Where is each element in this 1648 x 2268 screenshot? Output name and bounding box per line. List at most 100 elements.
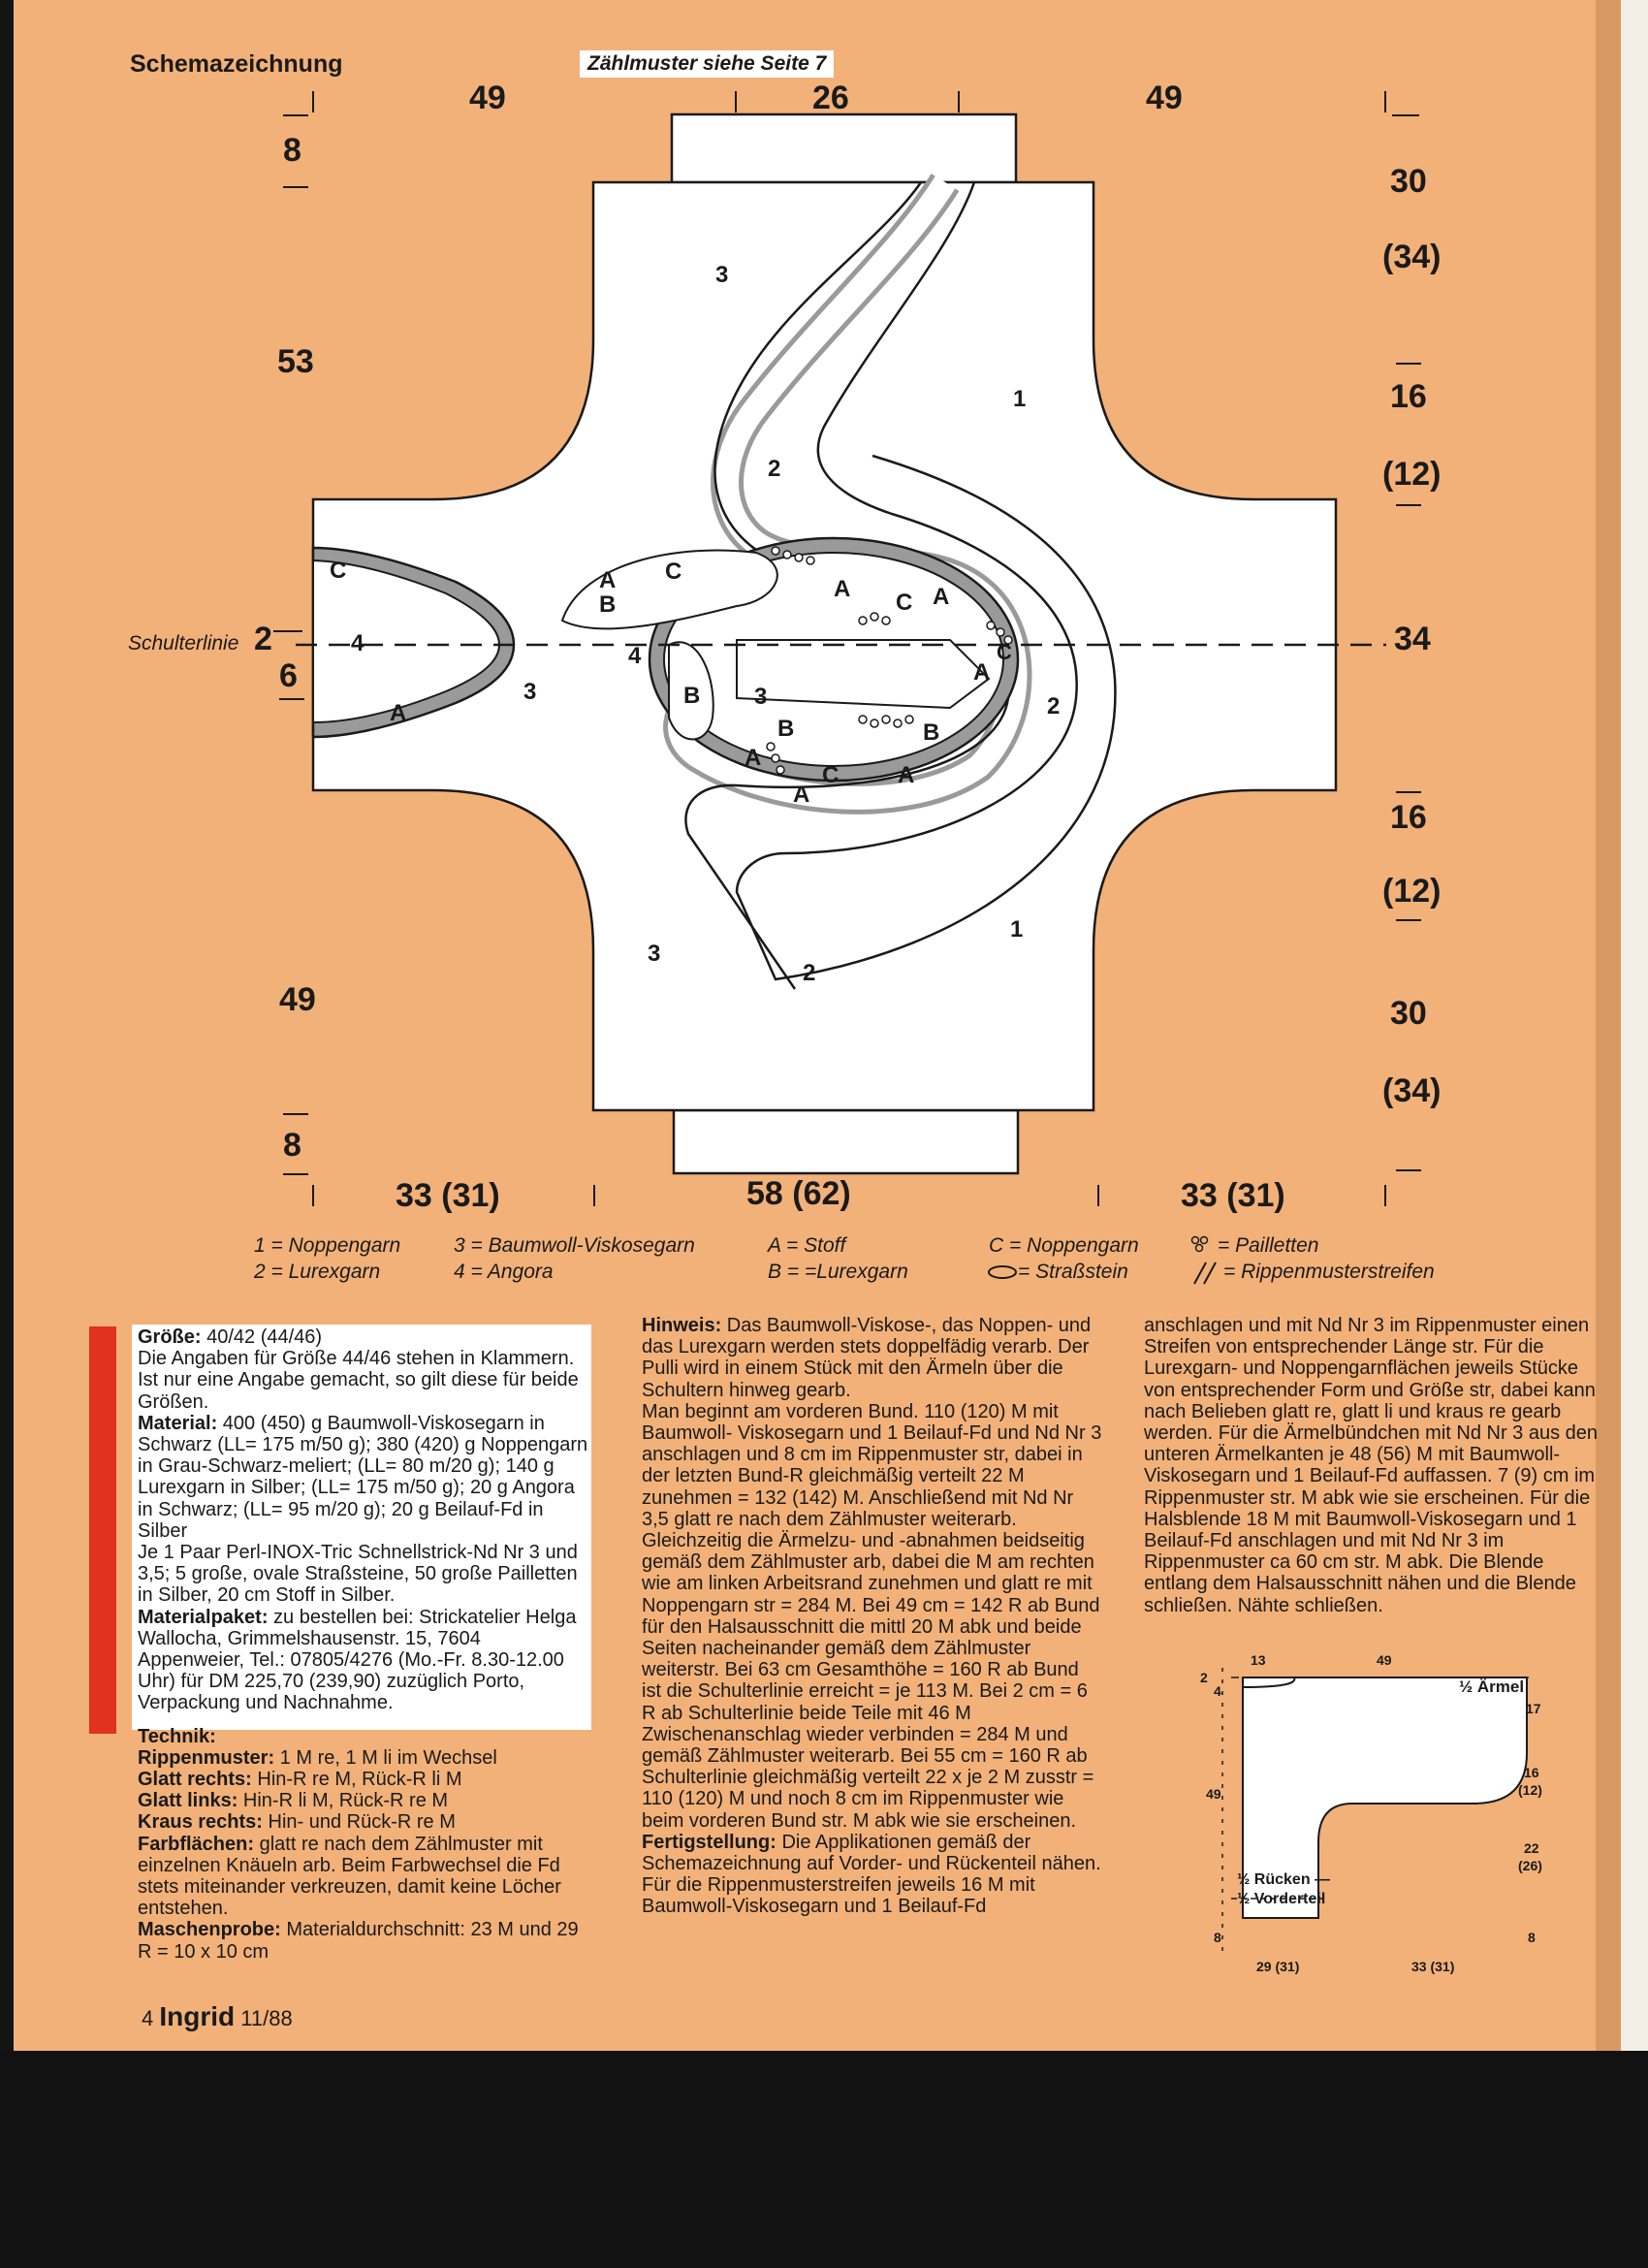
reverse-stockinette-text: Hin-R li M, Rück-R re M: [238, 1790, 449, 1812]
column-1: Größe: 40/42 (44/46) Die Angaben für Grö…: [138, 1326, 588, 1963]
appliq-label-c: C: [896, 590, 913, 616]
appliq-label-b: B: [923, 719, 940, 746]
dim-right-30-top: 30: [1390, 163, 1427, 200]
dim-left-8-bottom: 8: [283, 1127, 301, 1164]
region-label-3: 3: [754, 684, 768, 710]
tick: [1396, 363, 1421, 365]
small-label-back: ½ Rücken —: [1237, 1871, 1331, 1888]
info-box: [132, 1325, 591, 1730]
region-label-4: 4: [628, 643, 642, 669]
diagram-heading: Schemazeichnung: [130, 50, 343, 78]
appliq-label-a: A: [745, 745, 762, 771]
appliq-label-c: C: [330, 558, 347, 584]
dim-bottom-center: 58 (62): [746, 1175, 851, 1212]
region-label-2: 2: [803, 960, 816, 986]
small-dim-right-8: 8: [1528, 1930, 1536, 1945]
dim-top-center: 26: [812, 80, 849, 116]
label-note: Hinweis:: [642, 1315, 722, 1336]
appliq-label-a: A: [898, 762, 915, 788]
label-size: Größe:: [138, 1326, 202, 1348]
dim-left-8-top: 8: [283, 132, 301, 169]
region-label-3: 3: [715, 262, 729, 288]
label-material: Material:: [138, 1412, 218, 1434]
tick: [273, 630, 302, 632]
appliq-label-a: A: [933, 584, 950, 610]
tick: [283, 1113, 308, 1115]
legend-item-c: C = Noppengarn: [989, 1234, 1139, 1257]
label-rib: Rippenmuster:: [138, 1746, 275, 1769]
tick: [279, 698, 304, 700]
tick: [1396, 1169, 1421, 1171]
tick: [283, 114, 308, 116]
label-colorwork: Farbflächen:: [138, 1833, 255, 1855]
tick: [593, 1185, 595, 1206]
red-marker-bar: [89, 1326, 116, 1734]
legend-item-rib: = Rippenmusterstreifen: [1223, 1261, 1435, 1283]
tick: [312, 1185, 314, 1206]
appliq-label-a: A: [834, 576, 851, 602]
tick: [312, 91, 314, 112]
small-dim-left-4: 4: [1214, 1683, 1221, 1699]
small-dim-top-13: 13: [1251, 1652, 1266, 1668]
garment-schematic: [296, 112, 1386, 1175]
dim-top-right: 49: [1146, 80, 1183, 116]
column-3: anschlagen und mit Nd Nr 3 im Rippenmust…: [1144, 1315, 1600, 1616]
material-text-2: Je 1 Paar Perl-INOX-Tric Schnellstrick-N…: [138, 1542, 578, 1607]
appliq-label-a: A: [390, 700, 407, 726]
tick: [735, 91, 737, 112]
stockinette-text: Hin-R re M, Rück-R li M: [251, 1769, 462, 1791]
small-dim-left-8: 8: [1214, 1930, 1221, 1945]
dim-top-left: 49: [469, 80, 506, 116]
small-dim-bottom-29: 29 (31): [1256, 1959, 1300, 1974]
tick: [1097, 1185, 1099, 1206]
appliq-label-c: C: [997, 640, 1012, 664]
small-dim-right-22: 22: [1524, 1840, 1539, 1856]
size-text: Die Angaben für Größe 44/46 stehen in Kl…: [138, 1348, 579, 1413]
legend-item-strass: = Straßstein: [1018, 1261, 1128, 1283]
tick: [1384, 1185, 1386, 1206]
tick: [283, 1173, 308, 1175]
dim-right-12-top: (12): [1382, 456, 1442, 493]
small-dim-right-16: 16: [1524, 1765, 1539, 1780]
dim-bottom-right: 33 (31): [1181, 1177, 1285, 1214]
dim-right-16-bottom: 16: [1390, 799, 1427, 836]
appliq-label-c: C: [665, 559, 682, 585]
scan-background: [0, 2051, 1648, 2268]
tick: [958, 91, 960, 112]
small-dim-left-49: 49: [1206, 1786, 1221, 1802]
legend-item-a: A = Stoff: [768, 1234, 846, 1257]
package-text: zu bestellen bei: Strickatelier Helga Wa…: [138, 1606, 577, 1714]
tick: [1392, 114, 1419, 116]
tick: [1396, 919, 1421, 921]
appliq-label-b: B: [777, 716, 795, 742]
dim-right-34: 34: [1394, 621, 1431, 657]
finishing-text: Die Applikationen gemäß der Schemazeichn…: [642, 1831, 1101, 1918]
dim-left-2: 2: [254, 621, 272, 657]
appliq-label-c: C: [822, 762, 840, 788]
rhinestone-icon: [988, 1265, 1017, 1279]
dim-left-6: 6: [279, 657, 298, 694]
tick: [1396, 504, 1421, 506]
small-dim-top-49: 49: [1377, 1652, 1392, 1668]
label-reverse-stockinette: Glatt links:: [138, 1790, 238, 1812]
region-label-3: 3: [648, 941, 661, 967]
appliq-label-b: B: [683, 683, 701, 709]
label-finishing: Fertigstellung:: [642, 1831, 776, 1853]
issue-number: 11/88: [240, 2006, 293, 2030]
dim-right-16-top: 16: [1390, 378, 1427, 415]
legend-item-4: 4 = Angora: [454, 1261, 554, 1283]
river-outline-1: [735, 181, 1117, 981]
half-garment-diagram: [1221, 1668, 1532, 1957]
region-label-1: 1: [1010, 916, 1024, 942]
legend-item-paillette: = Pailletten: [1218, 1234, 1319, 1257]
appliq-label-a: A: [973, 659, 991, 686]
dim-left-49: 49: [279, 981, 316, 1018]
legend-item-2: 2 = Lurexgarn: [254, 1261, 381, 1283]
pattern-reference-note: Zählmuster siehe Seite 7: [580, 50, 835, 78]
legend-item-3: 3 = Baumwoll-Viskosegarn: [454, 1234, 695, 1257]
paillette-icon: [1190, 1235, 1209, 1253]
tick: [283, 186, 308, 188]
label-garter: Kraus rechts:: [138, 1811, 263, 1834]
small-dim-left-2: 2: [1200, 1670, 1208, 1685]
dim-right-34-paren-top: (34): [1382, 239, 1442, 275]
